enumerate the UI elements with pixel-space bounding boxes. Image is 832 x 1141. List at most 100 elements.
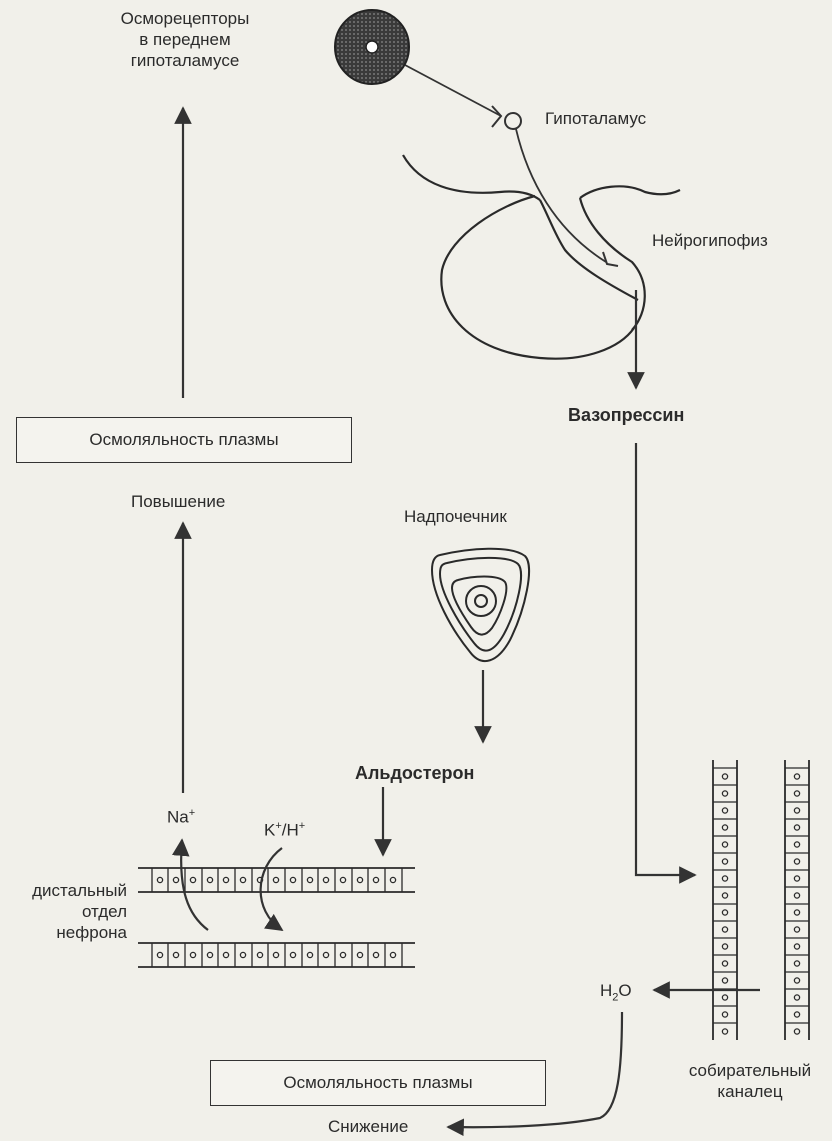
- k-h-secretion-arrow: [259, 847, 284, 931]
- water-label: H2O: [600, 980, 632, 1008]
- nephron-cells-bottom: [151, 943, 403, 967]
- cell-nucleus: [721, 977, 729, 984]
- cell-nucleus: [206, 951, 214, 959]
- vasopressin-to-duct-arrow: [634, 443, 697, 884]
- cell-nucleus: [793, 960, 801, 967]
- cell-nucleus: [322, 876, 330, 884]
- cell-nucleus: [272, 876, 280, 884]
- cell-nucleus: [793, 824, 801, 831]
- osmoreceptor-axon: [404, 64, 502, 117]
- cell-nucleus: [793, 943, 801, 950]
- cell-nucleus: [793, 926, 801, 933]
- cell-nucleus: [721, 858, 729, 865]
- cell-nucleus: [721, 790, 729, 797]
- cell-nucleus: [372, 951, 380, 959]
- neurohypophysis-label: Нейрогипофиз: [652, 231, 768, 250]
- h-ion-charge: +: [298, 820, 306, 832]
- osmoreceptors-label: Осморецепторы в переднем гипоталамусе: [120, 9, 250, 70]
- hypothalamus-neuron-icon: [504, 112, 522, 130]
- cell-nucleus: [721, 994, 729, 1001]
- cell-nucleus: [793, 858, 801, 865]
- cell-nucleus: [306, 951, 314, 959]
- osmoreceptor-cell-icon: [334, 9, 410, 85]
- cell-nucleus: [289, 951, 297, 959]
- cell-nucleus: [793, 807, 801, 814]
- cell-nucleus: [189, 951, 197, 959]
- cell-nucleus: [793, 875, 801, 882]
- na-reabsorption-arrow: [171, 838, 209, 931]
- cell-nucleus: [189, 876, 197, 884]
- plasma-osmolality-box-top: Осмоляльность плазмы: [16, 417, 352, 463]
- cell-nucleus: [721, 943, 729, 950]
- cell-nucleus: [721, 892, 729, 899]
- cell-nucleus: [172, 951, 180, 959]
- cell-nucleus: [721, 773, 729, 780]
- cell-nucleus: [256, 951, 264, 959]
- distal-nephron-label: дистальный отдел нефрона: [32, 881, 127, 942]
- cell-nucleus: [172, 876, 180, 884]
- cell-nucleus: [721, 1028, 729, 1035]
- cell-nucleus: [721, 807, 729, 814]
- duct-cells-right: [785, 767, 809, 1035]
- cell-nucleus: [239, 951, 247, 959]
- pituitary-outline: [402, 154, 681, 360]
- cell-nucleus: [721, 1011, 729, 1018]
- cell-nucleus: [156, 951, 164, 959]
- cell-nucleus: [793, 1011, 801, 1018]
- cell-nucleus: [721, 909, 729, 916]
- cell-nucleus: [156, 876, 164, 884]
- cell-nucleus: [721, 824, 729, 831]
- aldosterone-label: Альдостерон: [355, 763, 475, 783]
- na-ion-label: Na+: [167, 803, 195, 828]
- cell-nucleus: [793, 790, 801, 797]
- cell-nucleus: [272, 951, 280, 959]
- vasopressin-label: Вазопрессин: [568, 405, 685, 425]
- cell-nucleus: [793, 1028, 801, 1035]
- cell-nucleus: [793, 773, 801, 780]
- cell-nucleus: [289, 876, 297, 884]
- adrenal-label: Надпочечник: [404, 507, 507, 526]
- cell-nucleus: [721, 841, 729, 848]
- water-to-decrease-arrow: [446, 1011, 624, 1137]
- decrease-label: Снижение: [328, 1117, 409, 1136]
- increase-label: Повышение: [131, 492, 226, 511]
- collecting-duct-label: собирательный каналец: [688, 1061, 812, 1101]
- cell-nucleus: [389, 876, 397, 884]
- plasma-osmolality-box-bottom: Осмоляльность плазмы: [210, 1060, 546, 1106]
- synapse-icon: [491, 105, 503, 128]
- axon-terminal-icon: [602, 251, 619, 267]
- cell-nucleus: [793, 909, 801, 916]
- cell-nucleus: [222, 876, 230, 884]
- cell-nucleus: [306, 876, 314, 884]
- cell-nucleus: [721, 875, 729, 882]
- cell-nucleus: [356, 951, 364, 959]
- cell-nucleus: [222, 951, 230, 959]
- cell-nucleus: [721, 960, 729, 967]
- cell-nucleus: [793, 977, 801, 984]
- collecting-duct: [712, 760, 810, 1040]
- nephron-cells-top: [151, 868, 403, 892]
- k-ion-charge: +: [275, 820, 282, 832]
- k-ion-symbol: K: [264, 820, 276, 840]
- cell-nucleus: [322, 951, 330, 959]
- na-ion-symbol: Na: [167, 807, 189, 827]
- cell-nucleus: [372, 876, 380, 884]
- cell-nucleus: [239, 876, 247, 884]
- cell-nucleus: [721, 926, 729, 933]
- na-ion-charge: +: [188, 807, 196, 819]
- cell-nucleus: [793, 994, 801, 1001]
- h-ion-symbol: /H: [281, 820, 299, 840]
- cell-nucleus: [793, 841, 801, 848]
- water-subscript: 2: [612, 991, 619, 1004]
- water-h-symbol: H: [600, 981, 613, 1000]
- hypothalamus-label: Гипоталамус: [545, 109, 647, 128]
- neurosecretory-axon: [515, 128, 607, 263]
- cell-nucleus: [339, 951, 347, 959]
- adrenal-gland-icon: [430, 547, 531, 663]
- cell-nucleus: [793, 892, 801, 899]
- k-h-ion-label: K+/H+: [264, 816, 305, 841]
- duct-cells-left: [713, 767, 737, 1035]
- water-o-symbol: O: [618, 981, 632, 1000]
- cell-nucleus: [356, 876, 364, 884]
